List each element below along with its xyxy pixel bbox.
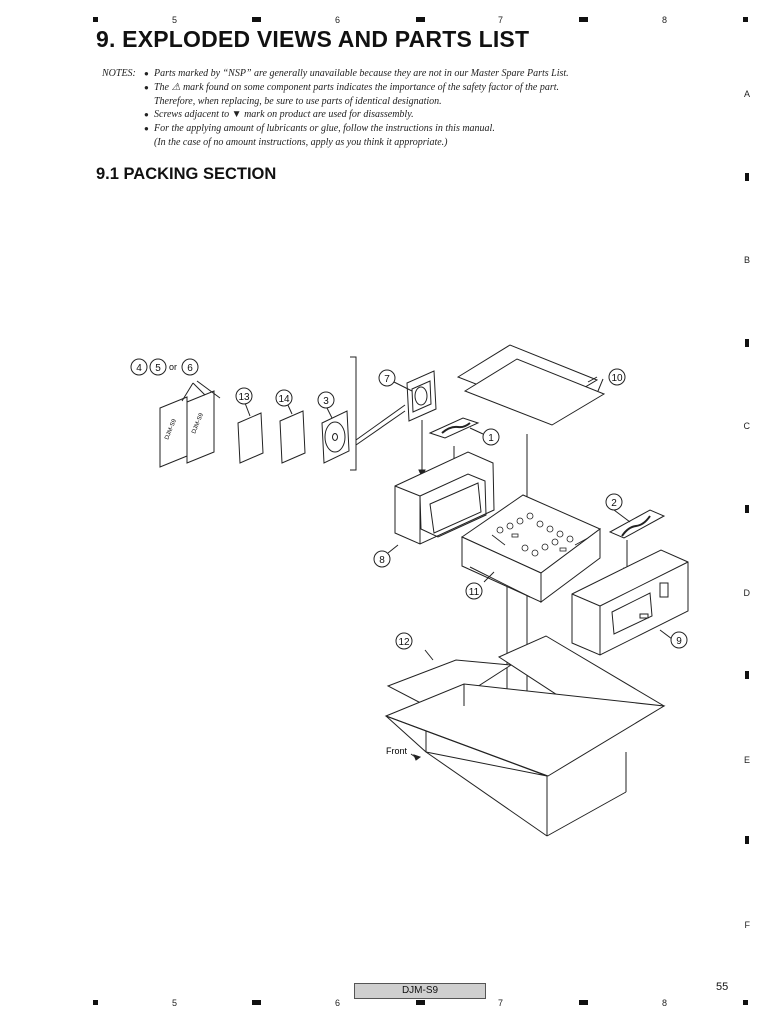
registration-mark: [579, 1000, 588, 1005]
registration-mark: [93, 1000, 98, 1005]
callout-label: 14: [278, 394, 290, 405]
callout-label: 11: [469, 587, 480, 598]
callout-label: 7: [384, 374, 390, 385]
grid-letter: E: [743, 755, 750, 765]
callout-label: 1: [488, 433, 494, 444]
callout-label: 4: [136, 363, 142, 374]
grid-letter: B: [743, 255, 750, 265]
grid-number: 7: [498, 998, 504, 1008]
note-item: For the applying amount of lubricants or…: [144, 122, 662, 136]
registration-mark: [416, 17, 425, 22]
cable-bag-drawing: [608, 509, 666, 539]
section-title: 9.1 PACKING SECTION: [96, 165, 277, 183]
callout-label: 6: [187, 363, 193, 374]
note-item: Screws adjacent to ▼ mark on product are…: [144, 108, 662, 122]
model-name-box: DJM-S9: [354, 983, 486, 999]
callout-label: 5: [155, 363, 161, 374]
grid-number: 5: [172, 998, 178, 1008]
registration-mark: [252, 17, 261, 22]
callout-label: or: [169, 362, 177, 372]
document-sheet-14: [279, 410, 306, 464]
carton-box-drawing: [384, 635, 666, 837]
registration-mark: [93, 17, 98, 22]
page-number: 55: [716, 981, 729, 993]
left-styrofoam-drawing: [387, 451, 495, 554]
notes-list: Parts marked by “NSP” are generally unav…: [102, 67, 662, 150]
callout-label: 3: [323, 396, 329, 407]
registration-mark: [579, 17, 588, 22]
registration-mark: [743, 1000, 748, 1005]
cd-sleeve-drawing: [393, 370, 437, 422]
right-styrofoam-drawing: [571, 549, 689, 656]
registration-mark: [252, 1000, 261, 1005]
grid-number: 8: [662, 15, 668, 25]
grid-letter: A: [743, 89, 750, 99]
grid-letter: D: [743, 588, 751, 598]
note-item: Therefore, when replacing, be sure to us…: [154, 95, 442, 107]
protective-sheet-drawing: [456, 344, 606, 426]
cable-bag-drawing: [428, 417, 484, 439]
operating-manual-drawing: [159, 380, 221, 468]
registration-mark: [416, 1000, 425, 1005]
notes-block: NOTES: Parts marked by “NSP” are general…: [102, 67, 662, 150]
notes-label: NOTES:: [102, 68, 136, 79]
callout-label: 2: [611, 498, 617, 509]
registration-mark: [745, 836, 749, 844]
page-title: 9. EXPLODED VIEWS AND PARTS LIST: [96, 26, 530, 52]
note-item: Parts marked by “NSP” are generally unav…: [144, 67, 662, 81]
grid-number: 8: [662, 998, 668, 1008]
registration-mark: [745, 505, 749, 513]
registration-mark: [745, 671, 749, 679]
mixer-unit-drawing: [460, 494, 601, 603]
note-item: The ⚠ mark found on some component parts…: [144, 81, 662, 95]
grid-number: 7: [498, 15, 504, 25]
callout-label: 13: [238, 392, 250, 403]
note-item: (In the case of no amount instructions, …: [154, 136, 448, 148]
registration-mark: [745, 339, 749, 347]
callout-label: 9: [676, 636, 682, 647]
callout-label: 10: [611, 373, 623, 384]
callout-label: 8: [379, 555, 385, 566]
registration-mark: [745, 173, 749, 181]
front-label: Front: [386, 746, 408, 756]
grid-number: 6: [335, 15, 341, 25]
grid-letter: F: [744, 920, 751, 930]
grid-number: 6: [335, 998, 341, 1008]
document-sheet-13: [237, 412, 264, 464]
callout-label: 12: [398, 637, 410, 648]
grid-number: 5: [172, 15, 178, 25]
cd-rom-drawing: [321, 407, 350, 464]
registration-mark: [743, 17, 748, 22]
grid-letter: C: [743, 421, 751, 431]
